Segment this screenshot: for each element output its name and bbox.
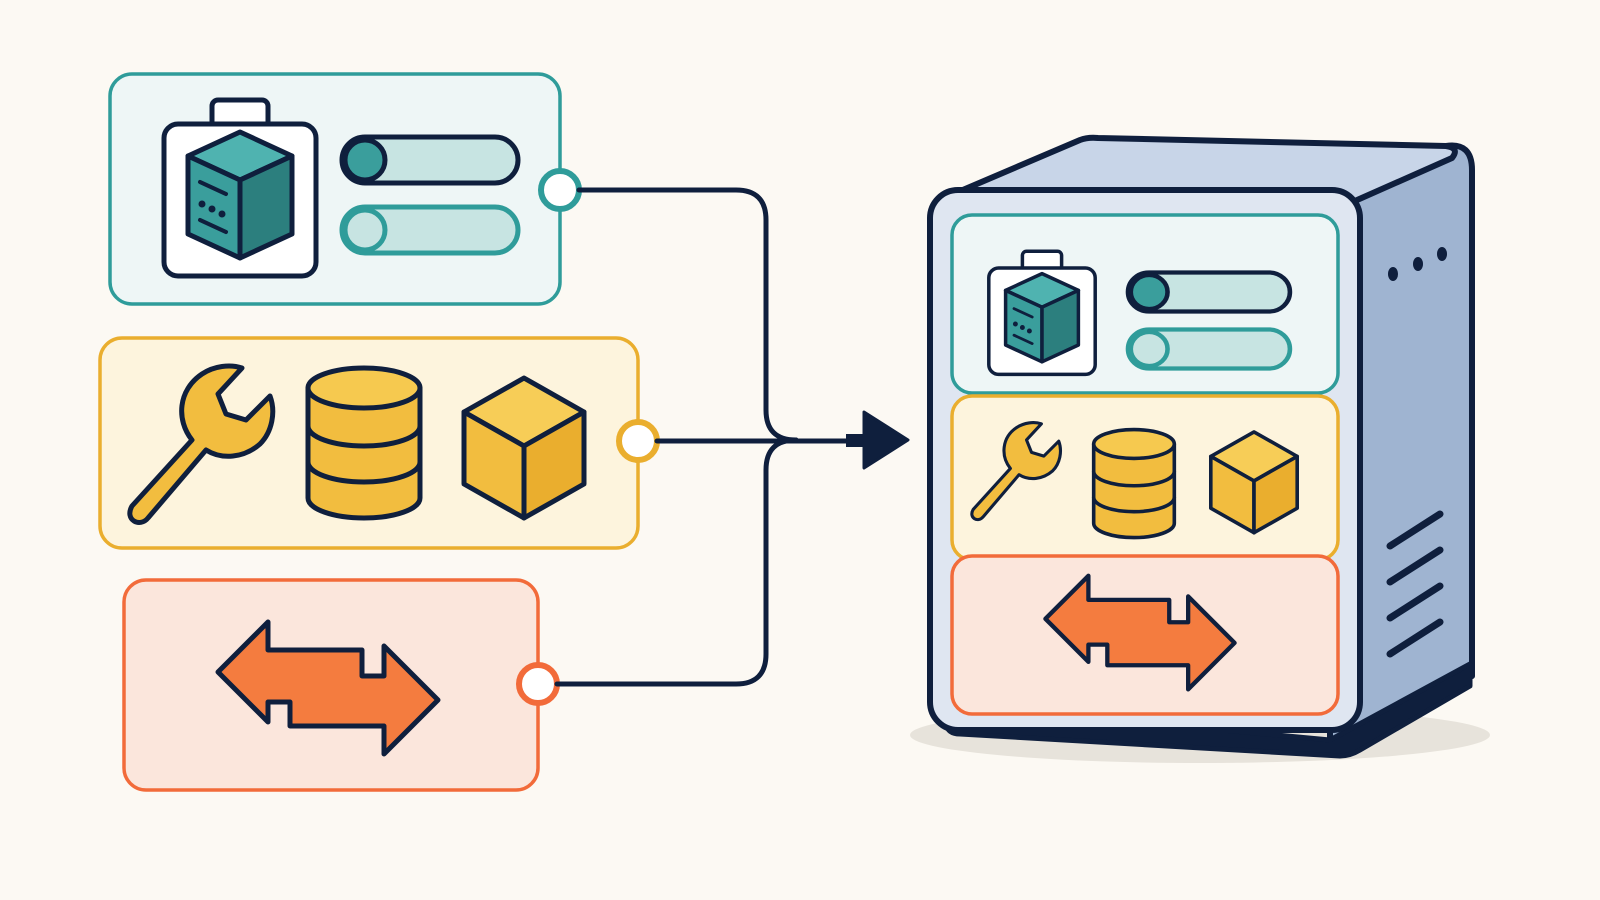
exchange-module: [122, 578, 560, 792]
merge-arrowhead-icon: [846, 410, 910, 470]
tools-module: [98, 336, 660, 550]
toggle-off-icon: [1128, 329, 1290, 368]
database-icon: [1091, 427, 1177, 540]
vent-slots-icon: [1386, 510, 1444, 658]
connector-from-exchange: [554, 437, 799, 687]
server-slot-tools: [950, 394, 1340, 562]
server-slot-container: [950, 213, 1340, 395]
cube-icon: [1209, 430, 1299, 535]
server-slot-exchange: [950, 554, 1340, 716]
database-icon: [308, 368, 420, 518]
tools-module-port: [616, 419, 660, 463]
toggle-off-icon: [342, 207, 518, 253]
toggle-on-icon: [1128, 272, 1290, 311]
container-box-icon: [987, 249, 1097, 377]
server-tower: [910, 134, 1490, 763]
container-box-icon: [164, 100, 316, 276]
vent-dots-icon: [1388, 247, 1447, 281]
container-module: [108, 72, 582, 306]
exchange-module-port: [516, 662, 560, 706]
connector-from-container: [576, 187, 799, 443]
cube-icon: [464, 378, 584, 518]
toggle-on-icon: [342, 137, 518, 183]
merge-connectors: [554, 187, 853, 687]
container-module-port: [538, 168, 582, 212]
